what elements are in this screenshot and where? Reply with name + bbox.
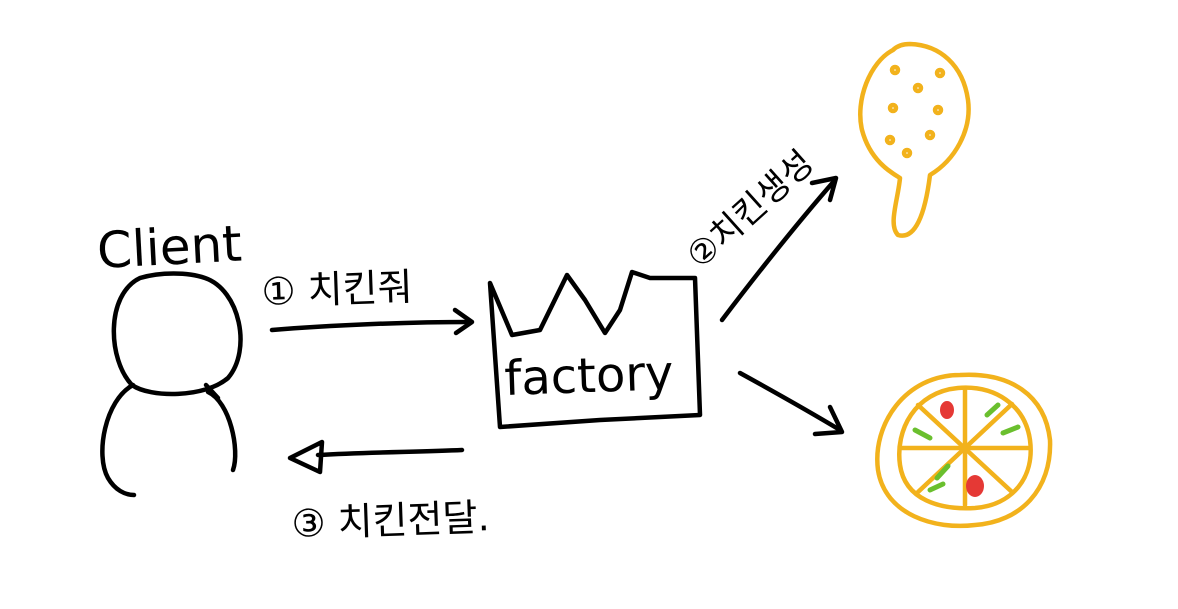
- chicken-drumstick-icon: [858, 41, 971, 238]
- create-label: ②치킨생성: [679, 143, 821, 277]
- factory-icon: [487, 269, 703, 430]
- request-arrow: [269, 307, 475, 336]
- create-arrow: [719, 175, 839, 323]
- deliver-label: ③ 치킨전달.: [291, 495, 490, 546]
- request-label: ① 치킨줘: [261, 265, 413, 314]
- pizza-arrow: [737, 370, 845, 437]
- person-icon: [100, 271, 243, 498]
- client-label: Client: [96, 214, 244, 279]
- deliver-arrow: [287, 439, 465, 475]
- factory-label: factory: [503, 345, 674, 407]
- pizza-icon: [875, 372, 1053, 529]
